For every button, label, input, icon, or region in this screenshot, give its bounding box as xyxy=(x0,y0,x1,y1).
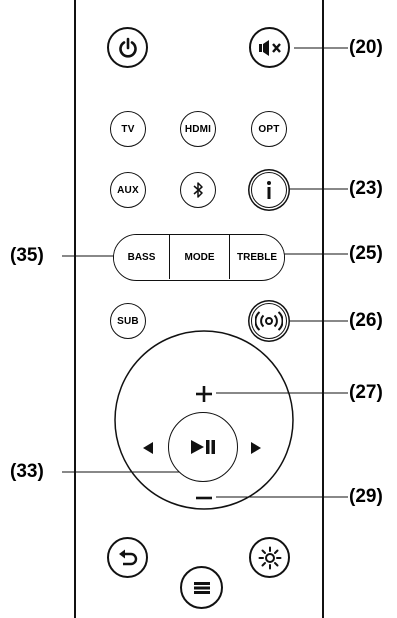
play-pause-button[interactable] xyxy=(168,412,238,482)
menu-icon xyxy=(193,581,210,594)
bass-button[interactable]: BASS xyxy=(114,235,169,279)
back-button[interactable] xyxy=(107,537,148,578)
sub-label: SUB xyxy=(117,315,139,327)
bass-mode-treble-group: BASS MODE TREBLE xyxy=(113,234,285,281)
hdmi-label: HDMI xyxy=(184,123,212,135)
mute-icon xyxy=(258,39,281,56)
plus-icon xyxy=(196,386,212,402)
treble-button[interactable]: TREBLE xyxy=(230,235,284,279)
opt-label: OPT xyxy=(258,123,280,135)
callout-33: (33) xyxy=(10,461,44,482)
hdmi-button[interactable]: HDMI xyxy=(180,111,216,147)
mute-button[interactable] xyxy=(249,27,290,68)
next-button[interactable] xyxy=(246,438,266,458)
volume-down-button[interactable] xyxy=(191,488,217,508)
minus-icon xyxy=(196,496,212,500)
callout-26: (26) xyxy=(349,310,383,331)
callout-23: (23) xyxy=(349,178,383,199)
previous-button[interactable] xyxy=(138,438,158,458)
surround-icon xyxy=(255,311,283,331)
play-pause-icon xyxy=(191,440,215,454)
callout-35: (35) xyxy=(10,245,44,266)
treble-label: TREBLE xyxy=(237,251,277,263)
power-icon xyxy=(118,37,137,58)
info-icon xyxy=(267,181,271,199)
surround-button[interactable] xyxy=(251,303,287,339)
aux-label: AUX xyxy=(117,184,139,196)
sub-button[interactable]: SUB xyxy=(110,303,146,339)
callout-25: (25) xyxy=(349,243,383,264)
left-arrow-icon xyxy=(143,442,153,454)
opt-button[interactable]: OPT xyxy=(251,111,287,147)
back-icon xyxy=(118,549,137,565)
tv-label: TV xyxy=(121,123,135,135)
callout-29: (29) xyxy=(349,486,383,507)
mode-button[interactable]: MODE xyxy=(169,235,230,279)
aux-button[interactable]: AUX xyxy=(110,172,146,208)
info-button[interactable] xyxy=(251,172,287,208)
menu-button[interactable] xyxy=(180,566,223,609)
tv-button[interactable]: TV xyxy=(110,111,146,147)
mode-label: MODE xyxy=(184,251,215,263)
power-button[interactable] xyxy=(107,27,148,68)
volume-up-button[interactable] xyxy=(191,381,217,407)
callout-27: (27) xyxy=(349,382,383,403)
bass-label: BASS xyxy=(127,251,156,263)
nav-ring xyxy=(114,330,294,510)
bluetooth-icon xyxy=(193,182,203,198)
brightness-button[interactable] xyxy=(249,537,290,578)
brightness-icon xyxy=(258,546,281,569)
right-arrow-icon xyxy=(251,442,261,454)
bluetooth-button[interactable] xyxy=(180,172,216,208)
callout-20: (20) xyxy=(349,37,383,58)
